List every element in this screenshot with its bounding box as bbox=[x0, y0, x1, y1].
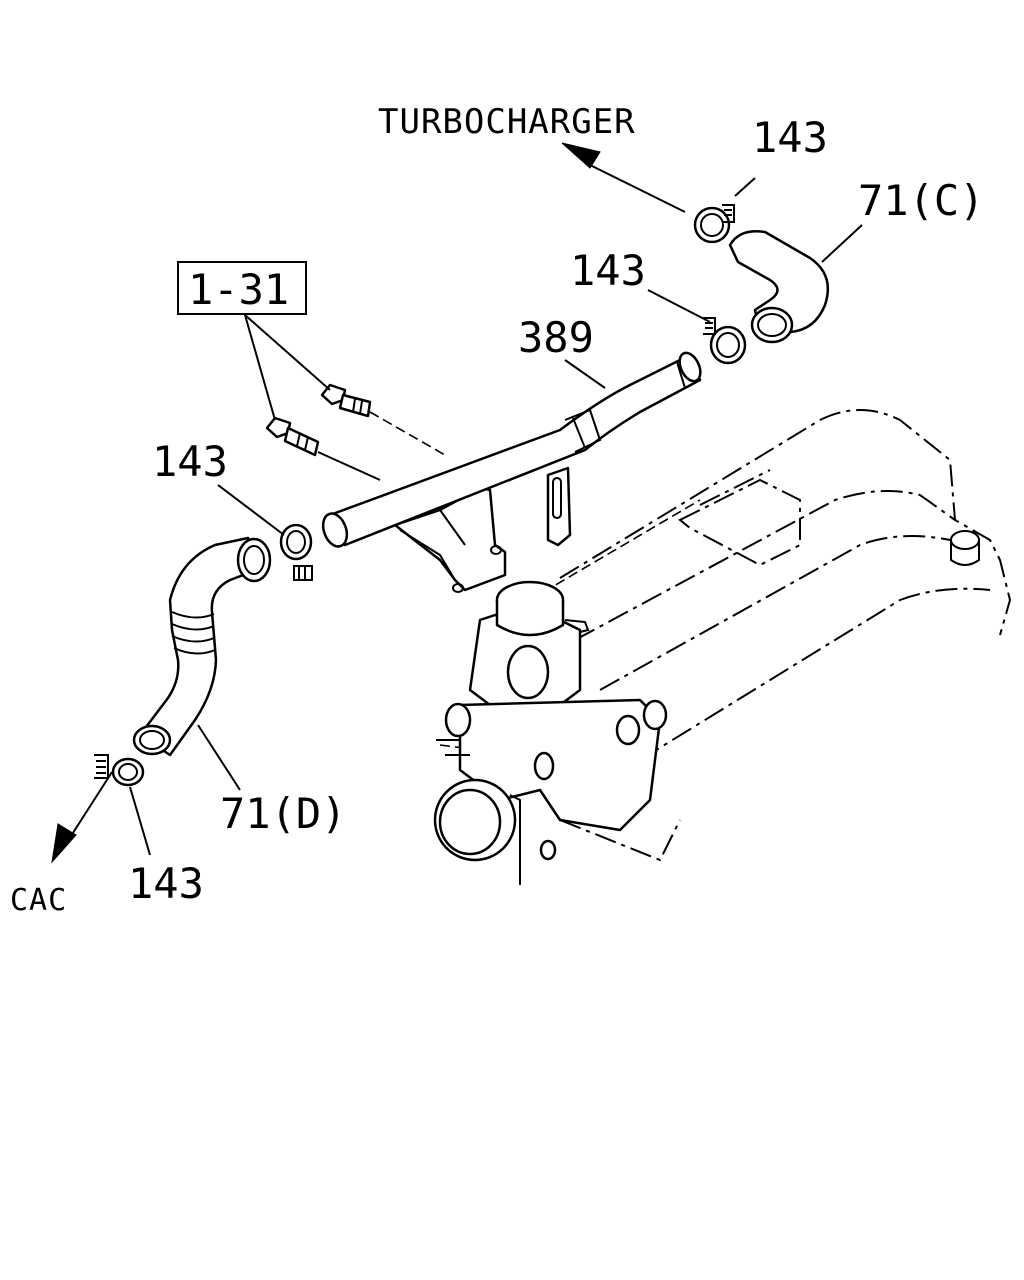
clamp-bottom bbox=[94, 754, 145, 787]
bolt-lower bbox=[265, 416, 320, 457]
pipe-bracket bbox=[393, 466, 572, 593]
label-clamp-upper-mid: 143 bbox=[570, 246, 646, 295]
hose-71-d bbox=[132, 536, 272, 757]
clamp-left bbox=[279, 523, 313, 581]
water-outlet-housing bbox=[433, 580, 668, 885]
label-ref-box: 1-31 bbox=[188, 265, 289, 314]
hose-71-c bbox=[728, 230, 830, 344]
label-clamp-top-right: 143 bbox=[752, 113, 828, 162]
bolt-upper bbox=[320, 383, 372, 418]
leader-lines bbox=[61, 164, 863, 856]
arrow-to-cac-icon bbox=[51, 823, 77, 864]
label-cac: CAC bbox=[10, 883, 67, 918]
water-pipe-389 bbox=[321, 351, 702, 548]
clamp-top-right bbox=[693, 204, 735, 244]
label-pipe-389: 389 bbox=[518, 313, 594, 362]
label-clamp-bottom: 143 bbox=[128, 859, 204, 908]
label-clamp-left: 143 bbox=[152, 437, 228, 486]
label-hose-71-c: 71(C) bbox=[858, 176, 984, 225]
ref-box-frame bbox=[177, 261, 307, 315]
clamp-upper-mid bbox=[703, 317, 747, 365]
label-hose-71-d: 71(D) bbox=[220, 789, 346, 838]
label-turbocharger: TURBOCHARGER bbox=[378, 102, 636, 142]
arrow-to-turbocharger-icon bbox=[561, 142, 601, 169]
